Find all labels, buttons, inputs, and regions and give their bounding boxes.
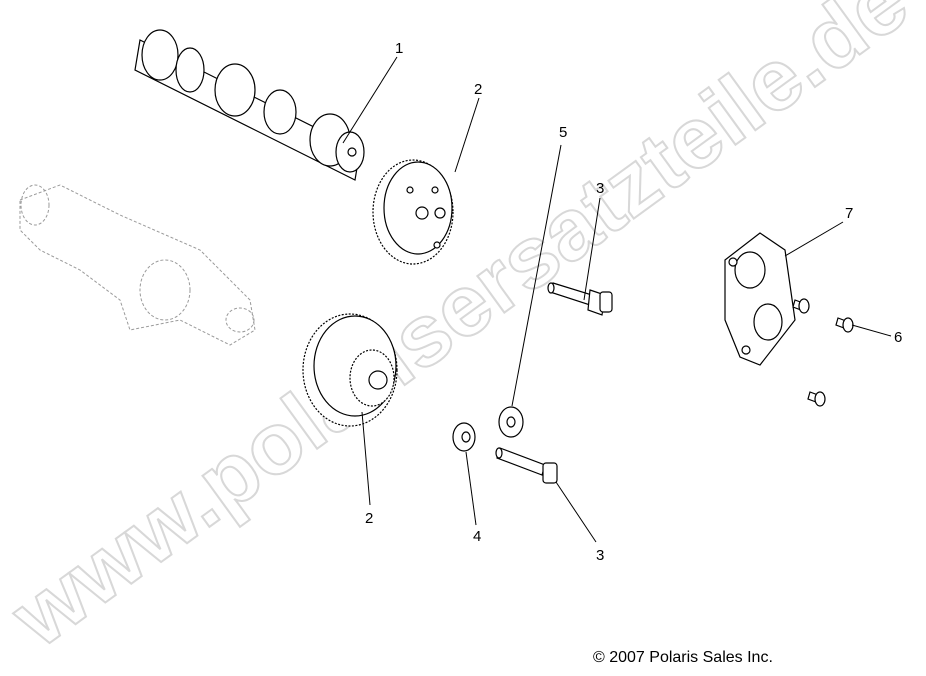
- upper-gear: [372, 159, 454, 265]
- cover-plate: [724, 232, 796, 366]
- lower-gear: [302, 313, 398, 427]
- copyright-notice: © 2007 Polaris Sales Inc.: [593, 649, 773, 666]
- screws: [792, 298, 854, 407]
- svg-text:3: 3: [596, 180, 604, 197]
- svg-text:2: 2: [365, 510, 373, 527]
- callout-2-lower: 2: [361, 411, 373, 527]
- svg-text:2: 2: [474, 81, 482, 98]
- callout-1: 1: [342, 40, 403, 144]
- svg-text:4: 4: [473, 528, 481, 545]
- svg-text:1: 1: [395, 40, 403, 57]
- lower-washer: [452, 422, 476, 452]
- svg-text:3: 3: [596, 547, 604, 564]
- svg-text:7: 7: [845, 205, 853, 222]
- callout-3-upper: 3: [583, 180, 604, 301]
- upper-washer: [498, 406, 524, 438]
- callout-2-upper: 2: [454, 81, 482, 173]
- callout-6: 6: [851, 324, 902, 346]
- callout-5: 5: [511, 124, 567, 407]
- svg-text:5: 5: [559, 124, 567, 141]
- ghost-cylinder-head: [19, 184, 256, 346]
- upper-bolt: [547, 282, 613, 316]
- svg-text:6: 6: [894, 329, 902, 346]
- callout-7: 7: [784, 205, 853, 257]
- lower-bolt: [495, 447, 558, 484]
- callout-4: 4: [465, 451, 481, 545]
- callout-3-lower: 3: [555, 481, 604, 564]
- camshaft: [134, 29, 365, 181]
